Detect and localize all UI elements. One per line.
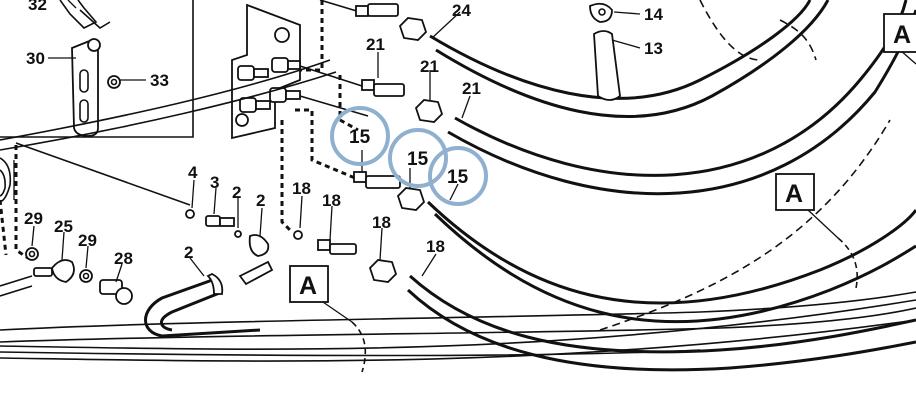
callout-label: 29 (78, 231, 97, 250)
section-marker-boxes (289, 13, 916, 303)
callout-label: 30 (26, 49, 45, 68)
fitting-15 (353, 171, 426, 211)
callout-label: 28 (114, 249, 133, 268)
section-marker-labels: A A A (299, 21, 911, 300)
callout-label: 15 (349, 127, 371, 148)
fittings (25, 2, 621, 305)
fitting-18 (293, 230, 398, 283)
callout-label: 15 (407, 149, 429, 170)
highlight-circle-15 (428, 146, 488, 206)
callout-label: 2 (232, 183, 241, 202)
plate-fitting (239, 97, 271, 113)
fitting-24 (355, 3, 428, 41)
plate-fitting (237, 65, 269, 81)
callout-label: 33 (150, 71, 169, 90)
highlight-circle-15 (330, 106, 390, 166)
plate-fitting (271, 57, 301, 73)
callout-label: 21 (366, 35, 385, 54)
hose-13 (593, 30, 621, 101)
section-marker-label: A (893, 21, 911, 49)
fitting-4-3-2 (185, 209, 270, 257)
mounting-plate (231, 3, 301, 140)
detail-inset-frame (0, 0, 194, 203)
callout-labels: 32 30 33 24 21 21 21 15 15 15 14 13 4 3 … (24, 0, 663, 268)
callout-label: 3 (210, 173, 219, 192)
section-marker-label: A (299, 272, 317, 300)
callout-label: 18 (322, 191, 341, 210)
callout-label: 24 (452, 1, 471, 20)
callout-label: 21 (420, 57, 439, 76)
clamp-14 (589, 2, 613, 23)
callout-label: 18 (426, 237, 445, 256)
callout-label: 4 (188, 163, 198, 182)
callout-label: 29 (24, 209, 43, 228)
section-marker-label: A (785, 180, 803, 208)
leader-lines (31, 0, 916, 323)
callout-label: 25 (54, 217, 73, 236)
bracket-30 (71, 38, 99, 137)
callout-label: 13 (644, 39, 663, 58)
callout-label: 15 (447, 167, 469, 188)
callout-label: 2 (184, 243, 193, 262)
callout-label: 32 (28, 0, 47, 14)
highlight-circles (330, 106, 488, 206)
routing-dashes (0, 0, 359, 260)
nut-33 (107, 75, 121, 89)
callout-label: 2 (256, 191, 265, 210)
fitting-21 (361, 79, 444, 123)
fitting-29-25-28 (25, 247, 133, 305)
callout-label: 21 (462, 79, 481, 98)
hoses (0, 0, 916, 373)
callout-label: 14 (644, 5, 663, 24)
highlight-circle-15 (388, 128, 448, 188)
callout-label: 18 (372, 213, 391, 232)
connection-lines (15, 0, 369, 206)
callout-label: 18 (292, 179, 311, 198)
